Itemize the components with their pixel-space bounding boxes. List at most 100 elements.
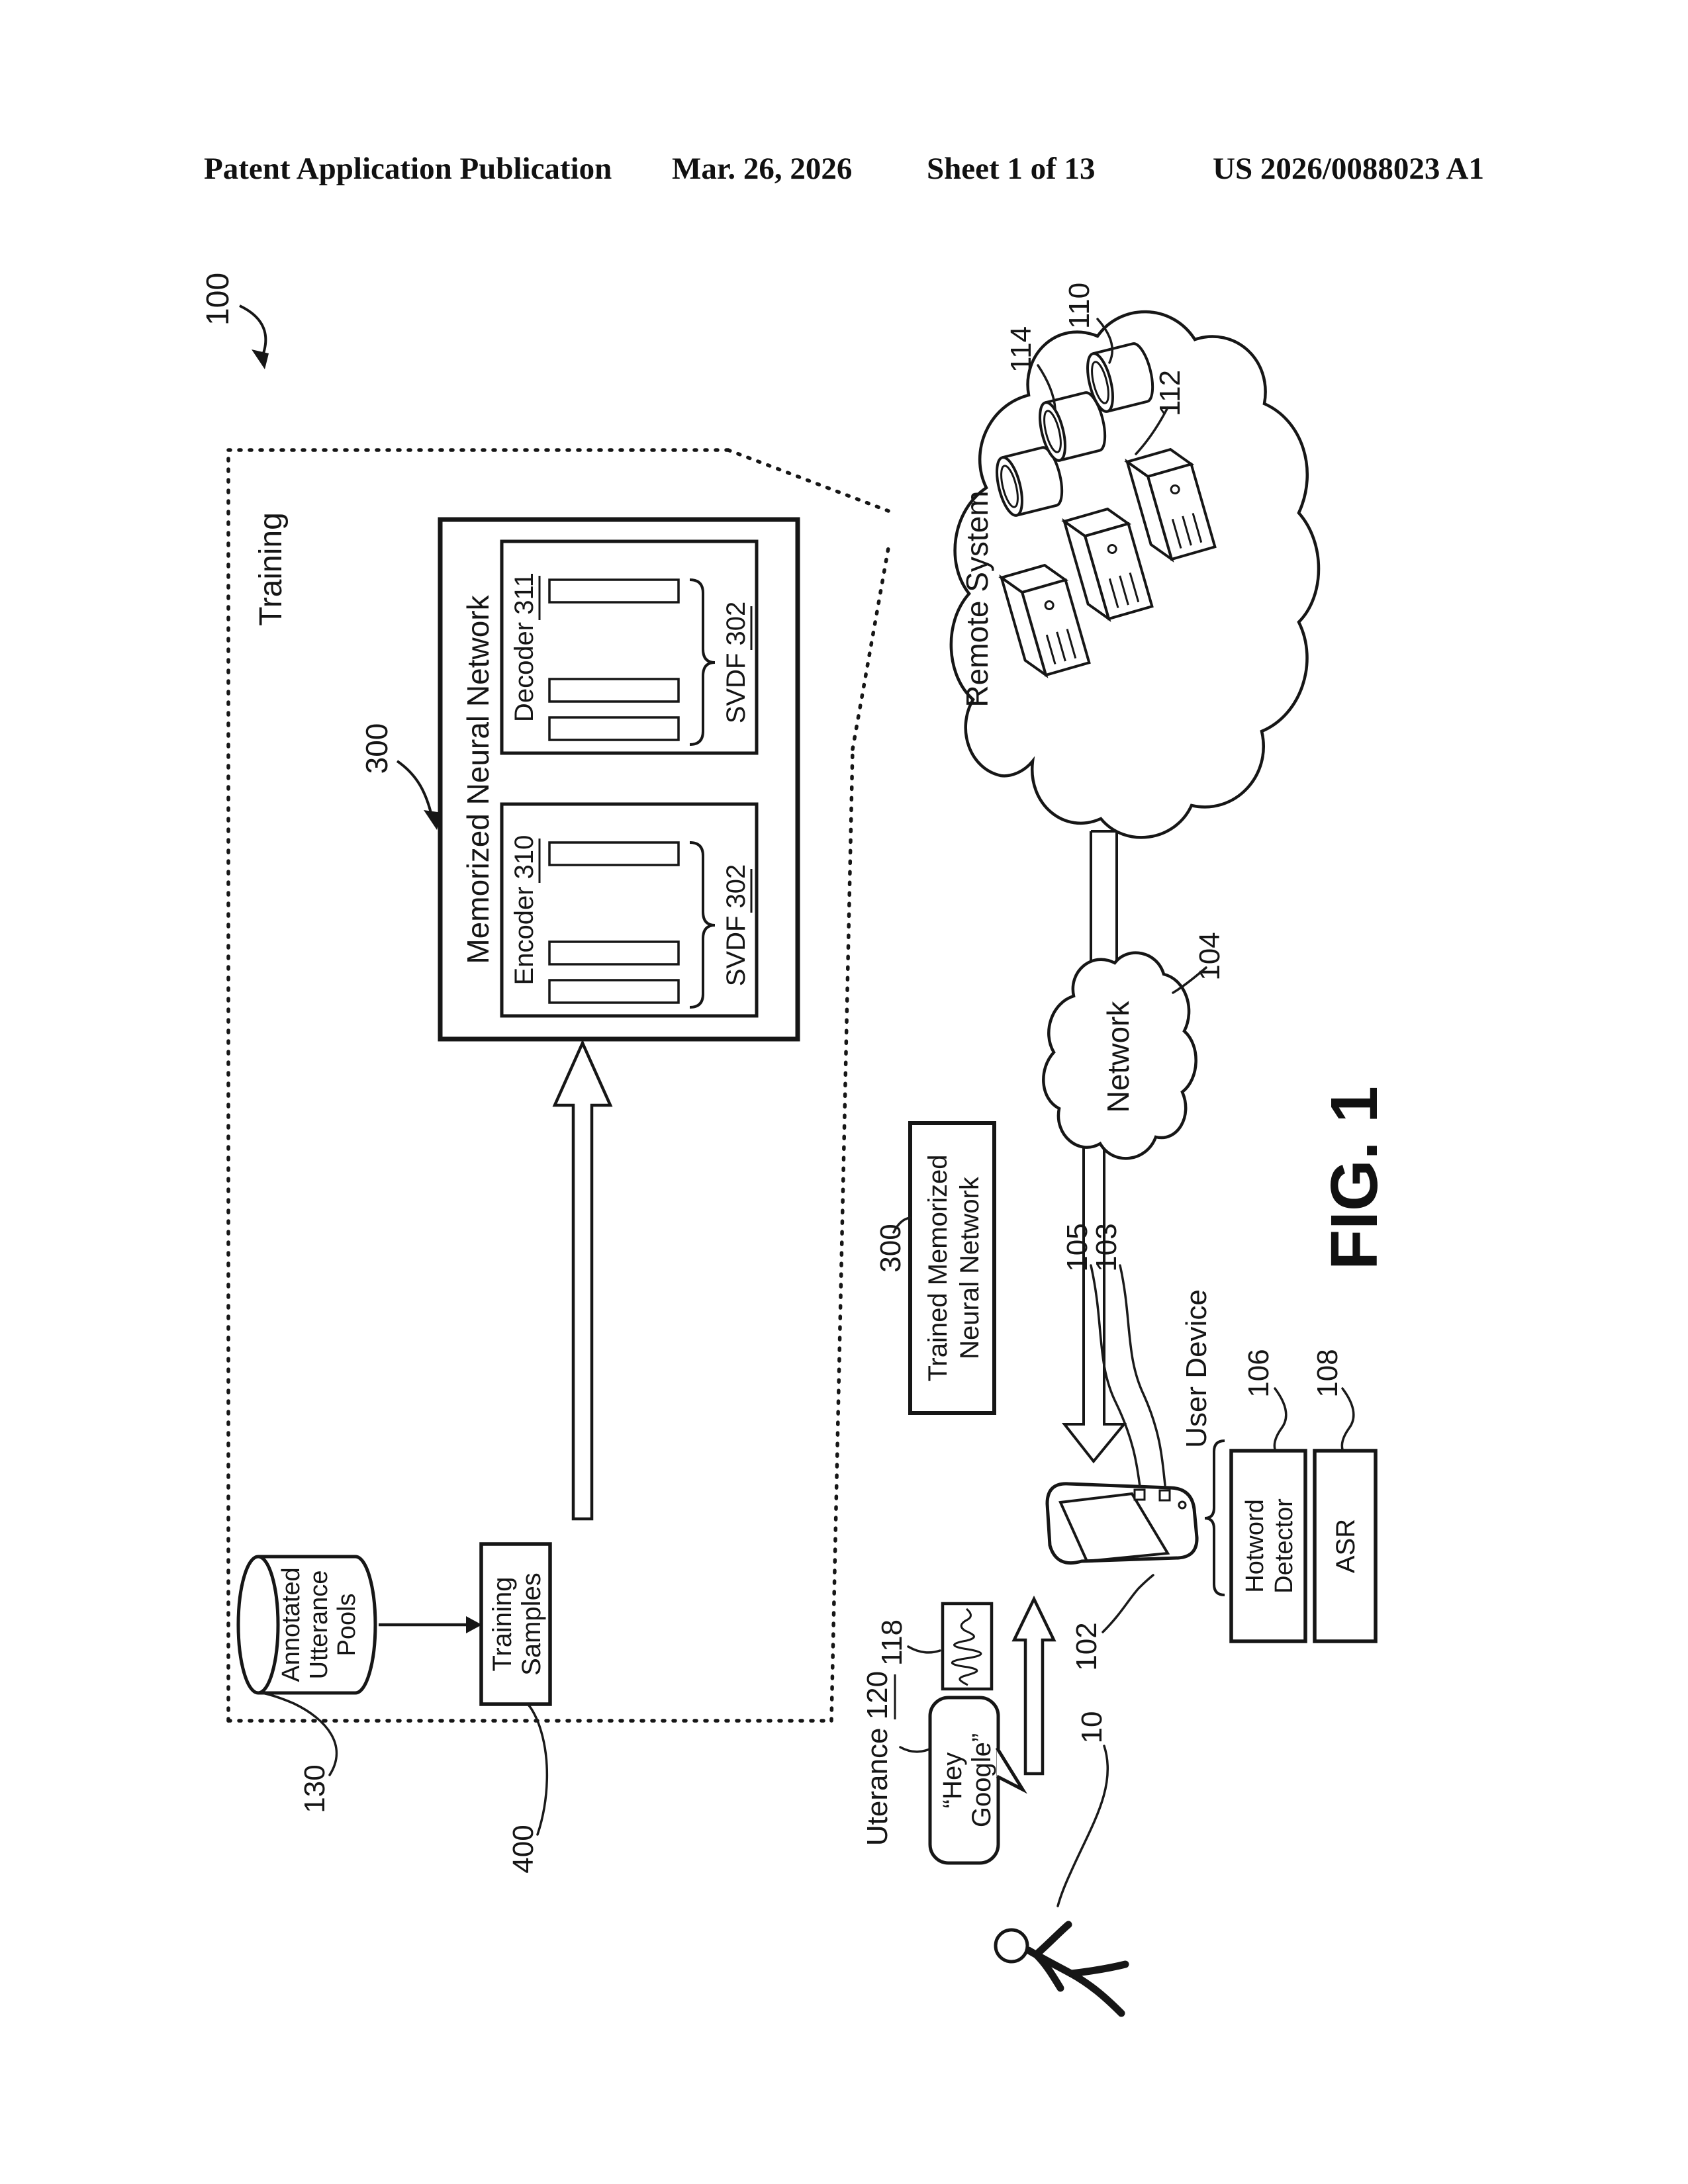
ref-130-leader (261, 1692, 338, 1776)
ref-300-trained: 300 (874, 1224, 907, 1272)
ref-105: 105 (1061, 1223, 1094, 1271)
ref-300-trained-leader (892, 1216, 912, 1234)
pools-line2: Utterance (305, 1570, 333, 1680)
ref-118: 118 (876, 1619, 908, 1666)
network-cloud: Network (1042, 951, 1197, 1160)
memorized-nn-title: Memorized Neural Network (461, 594, 495, 964)
speech-bubble: “Hey Google” (928, 1696, 1027, 1865)
ref-300-mnn-arrowhead (424, 810, 442, 830)
training-samples-box: Training Samples (479, 1542, 552, 1706)
training-callout-upper (726, 448, 890, 513)
header-sheet: Sheet 1 of 13 (927, 152, 1096, 186)
person-torso (1025, 1946, 1075, 1978)
header-date: Mar. 26, 2026 (672, 152, 852, 186)
ref-103: 103 (1090, 1223, 1123, 1271)
ref-103-leader (1119, 1264, 1166, 1486)
ref-110-leader (1096, 318, 1113, 364)
header-pub-number: US 2026/0088023 A1 (1213, 152, 1484, 186)
server-icon (998, 563, 1091, 678)
ref-110: 110 (1063, 283, 1096, 329)
hotword-detector-box: Hotword Detector (1229, 1449, 1307, 1643)
decoder-border (500, 539, 759, 755)
phone-mic-port (1133, 1488, 1146, 1501)
decoder-layer-bar (548, 578, 680, 604)
waveform-icon (951, 1608, 982, 1686)
ref-114: 114 (1005, 326, 1037, 373)
ref-300-mnn: 300 (359, 723, 394, 774)
person-head (994, 1928, 1029, 1964)
database-cylinder-top (236, 1555, 280, 1695)
ref-102: 102 (1070, 1622, 1103, 1670)
trained-nn-box: Trained Memorized Neural Network (908, 1121, 996, 1415)
waveform-box (941, 1602, 994, 1691)
ref-104-leader (1172, 966, 1207, 994)
annotated-pools-cylinder: Annotated Utterance Pools (236, 1555, 377, 1695)
utterance-label: Uterance 120 (861, 1671, 894, 1846)
header: Patent Application Publication Mar. 26, … (204, 152, 1484, 186)
ref-100: 100 (201, 273, 236, 326)
training-boundary-bottom (829, 747, 855, 1723)
user-device-label: User Device (1180, 1289, 1213, 1448)
phrase-line1: “Hey (938, 1752, 967, 1808)
decoder-title: Decoder 311 (510, 572, 539, 722)
ref-100-arrowhead (252, 349, 269, 369)
phone-body (1045, 1482, 1199, 1565)
waveform-border (941, 1602, 994, 1691)
trained-nn-border (908, 1121, 996, 1415)
ref-130: 130 (299, 1764, 331, 1813)
person-leg-back (1067, 1960, 1129, 1978)
decoder-layer-bar (548, 716, 680, 741)
hotword-line2: Detector (1270, 1498, 1298, 1594)
encoder-box: Encoder 310 SVDF 302 (500, 802, 759, 1018)
training-samples-border (479, 1542, 552, 1706)
training-label: Training (254, 512, 289, 626)
storage-drum-icon (1039, 391, 1107, 462)
hotword-line1: Hotword (1241, 1499, 1269, 1593)
ref-10-leader (1056, 1745, 1109, 1907)
ref-106: 106 (1243, 1349, 1275, 1397)
ref-400: 400 (507, 1825, 539, 1873)
utterance-leader (899, 1746, 931, 1753)
arrow-pools-arrowhead (466, 1616, 482, 1633)
ref-112: 112 (1154, 370, 1186, 416)
ref-112-leader (1135, 406, 1169, 455)
training-dashed-boundary (226, 448, 890, 1723)
ref-300-mnn-leader (396, 760, 433, 816)
ref-108: 108 (1311, 1349, 1344, 1397)
storage-drum-icon (1086, 342, 1154, 413)
trained-nn-line2: Neural Network (955, 1176, 984, 1359)
phone-screen (1058, 1492, 1170, 1563)
encoder-border (500, 802, 759, 1018)
figure-label: FIG. 1 (1317, 1086, 1391, 1270)
phone-sensor-port (1158, 1489, 1171, 1502)
encoder-title: Encoder 310 (510, 835, 539, 985)
pools-line3: Pools (333, 1593, 361, 1656)
decoder-svdf-label: SVDF 302 (722, 602, 751, 724)
remote-system-label: Remote System (960, 490, 994, 707)
training-samples-line1: Training (488, 1576, 517, 1671)
speech-bubble-outline (928, 1696, 1000, 1865)
ref-118-leader (907, 1645, 941, 1654)
server-icon (1061, 507, 1154, 622)
device-components-brace (1204, 1439, 1225, 1596)
hotword-detector-border (1229, 1449, 1307, 1643)
storage-drum-icon (996, 446, 1064, 517)
phone-camera-dot (1178, 1500, 1187, 1510)
database-cylinder-icon (258, 1555, 377, 1695)
pools-line1: Annotated (277, 1567, 305, 1682)
training-callout-lower (851, 546, 890, 751)
ref-102-leader (1102, 1574, 1154, 1633)
asr-border (1313, 1449, 1378, 1643)
encoder-layer-bar (548, 940, 680, 966)
encoder-layer-bar (548, 841, 680, 866)
ref-105-leader (1090, 1264, 1141, 1488)
arrow-utterance-to-device (1011, 1595, 1056, 1776)
person-leg-front (1067, 1970, 1125, 2017)
memorized-nn-border (438, 517, 800, 1042)
memorized-nn-box: Memorized Neural Network Encoder 310 SVD… (438, 517, 800, 1042)
ref-400-leader (527, 1704, 549, 1836)
asr-label: ASR (1331, 1519, 1360, 1573)
person-arm-back (1033, 1951, 1064, 1992)
